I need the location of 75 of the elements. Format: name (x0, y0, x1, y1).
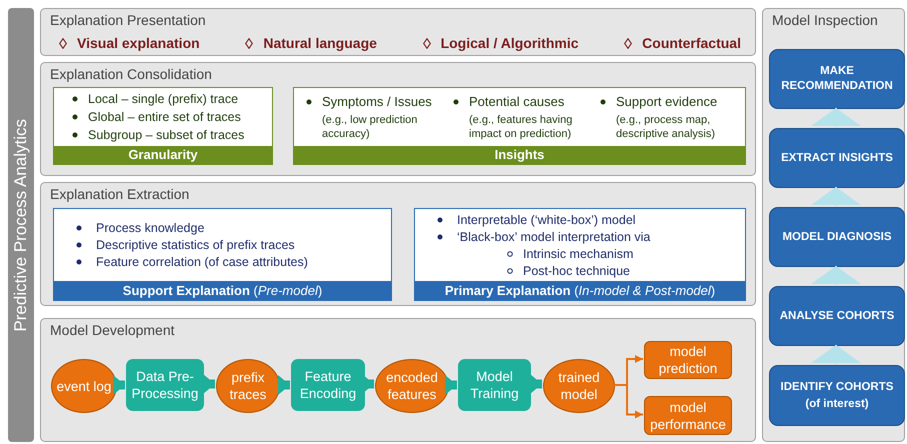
arrow (811, 108, 861, 127)
bullet-text: Subgroup – subset of traces (88, 127, 244, 143)
bullet-text: Process knowledge (96, 220, 204, 236)
process-box (291, 359, 365, 411)
example-text: (e.g., low prediction accuracy) (321, 113, 418, 141)
panel-title: Model Development (50, 321, 175, 340)
node-text: event log (56, 378, 112, 394)
node-text: prefix traces (228, 369, 268, 403)
arrow (811, 187, 861, 206)
step-text: EXTRACT INSIGHTS (781, 150, 893, 166)
bullet-text: Interpretable (‘white-box’) model (457, 212, 636, 228)
step-text: MAKE RECOMMENDATION (780, 64, 894, 94)
box-footer: Support Explanation (Pre-model) (54, 281, 391, 300)
content-card (414, 208, 746, 301)
arrow (530, 374, 542, 394)
bullet-text: Descriptive statistics of prefix traces (96, 237, 295, 253)
arrow (113, 375, 125, 395)
panel-title: Explanation Extraction (50, 185, 190, 204)
node-text: trained model (557, 369, 601, 403)
arrow (278, 375, 290, 395)
content-card (53, 87, 273, 165)
bullet-text: Feature correlation (of case attributes) (96, 254, 308, 270)
step-box (769, 207, 905, 267)
box-footer: Insights (294, 146, 745, 164)
box-footer: Primary Explanation (In-model & Post-model) (415, 281, 745, 300)
step-box (769, 286, 905, 346)
step-text: MODEL DIAGNOSIS (782, 230, 892, 244)
bullet-text: Global – entire set of traces (88, 109, 241, 125)
bullet-text: ‘Black-box’ model interpretation via (457, 228, 650, 244)
bullet-text: Potential causes (469, 94, 564, 110)
side-band (8, 8, 34, 442)
section-panel (40, 62, 756, 176)
example-text: (e.g., process map, descriptive analysis) (615, 113, 716, 141)
bullet-text: Post-hoc technique (523, 262, 630, 278)
example-text: (e.g., features having impact on prediction) (468, 113, 574, 141)
node-text: Model Training (469, 368, 520, 402)
node-text: model prediction (658, 343, 718, 377)
section-panel (762, 8, 905, 442)
panel-title: Model Inspection (772, 11, 878, 30)
box-footer: Granularity (54, 146, 272, 164)
output-box (644, 341, 732, 379)
arrow (203, 374, 215, 394)
step-box (769, 128, 905, 188)
process-box (126, 359, 204, 411)
content-card (53, 208, 392, 301)
presentation-type: Visual explanation (77, 34, 200, 53)
section-panel (40, 318, 756, 442)
arrow (811, 345, 861, 364)
presentation-type: Counterfactual (642, 34, 741, 53)
node-text: model performance (649, 398, 727, 432)
presentation-type: Logical / Algorithmic (440, 34, 579, 53)
step-text: IDENTIFY COHORTS (780, 380, 894, 394)
vertical-title: Predictive Process Analytics (10, 118, 32, 332)
panel-title: Explanation Presentation (50, 11, 206, 30)
step-text: ANALYSE COHORTS (780, 308, 894, 324)
step-text: (of interest) (805, 396, 869, 412)
section-panel (40, 8, 756, 56)
node-text: Feature Encoding (298, 368, 358, 402)
arrow (614, 384, 643, 418)
output-box (644, 396, 732, 435)
bullet-text: Support evidence (616, 94, 718, 110)
section-panel (40, 182, 756, 306)
arrow (811, 266, 861, 285)
node-text: encoded features (385, 369, 439, 403)
bullet-text: Symptoms / Issues (322, 94, 432, 110)
content-card (293, 87, 746, 165)
step-box (769, 49, 905, 109)
step-box (769, 365, 905, 426)
bullet-text: Intrinsic mechanism (523, 246, 634, 262)
panel-title: Explanation Consolidation (50, 65, 212, 84)
process-box (458, 359, 531, 411)
arrow (445, 375, 457, 395)
bullet-text: Local – single (prefix) trace (88, 91, 238, 107)
node-text: Data Pre-Processing (130, 368, 200, 402)
presentation-type: Natural language (263, 34, 377, 53)
